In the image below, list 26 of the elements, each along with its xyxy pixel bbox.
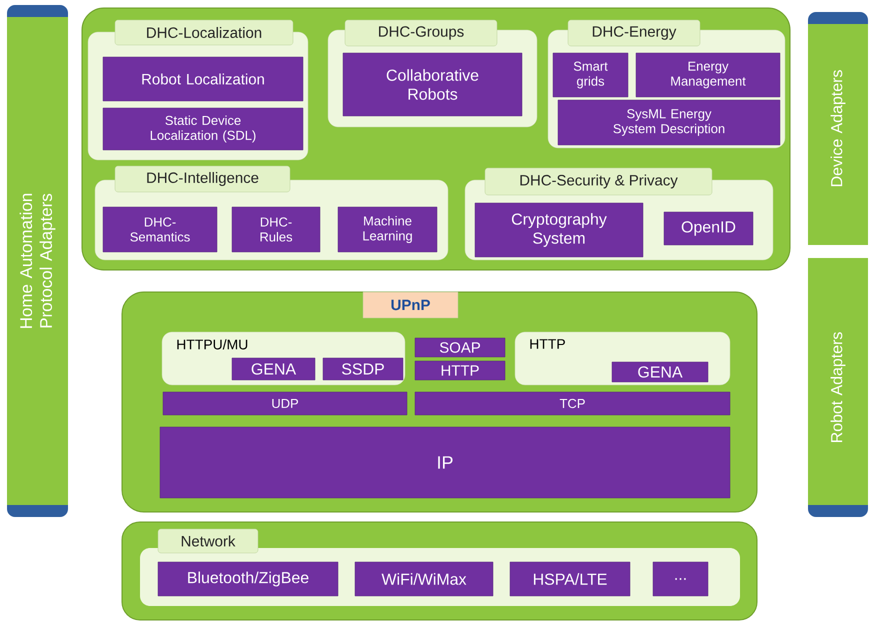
component-box: DHC-Semantics	[102, 206, 218, 252]
adapter-bar: Device Adapters	[808, 12, 868, 245]
component-box: Bluetooth/ZigBee	[158, 562, 338, 596]
component-box: Smart grids	[552, 52, 628, 98]
component-box: IP	[160, 426, 730, 498]
component-box: OpenID	[664, 212, 754, 246]
component-box: SOAP	[414, 338, 506, 358]
component-box: DHC-Rules	[232, 206, 320, 252]
component-box: SSDP	[322, 358, 404, 380]
component-box: GENA	[612, 362, 708, 382]
component-box: Energy Management	[636, 52, 780, 98]
component-box: HTTP	[414, 360, 506, 380]
adapter-bar: Robot Adapters	[808, 258, 868, 517]
component-box: GENA	[232, 358, 316, 380]
component-box: TCP	[414, 392, 730, 416]
component-box: Machine Learning	[338, 206, 438, 252]
adapter-bar: Home Automation Protocol Adapters	[7, 5, 68, 517]
component-box: Cryptography System	[474, 202, 644, 258]
component-box: UDP	[162, 392, 408, 416]
component-box: WiFi/WiMax	[354, 562, 494, 596]
component-box: SysML Energy System Description	[558, 100, 780, 146]
component-box: Static Device Localization (SDL)	[102, 108, 304, 150]
component-box: HSPA/LTE	[510, 562, 630, 596]
component-box: Robot Localization	[102, 56, 304, 102]
component-box: ...	[652, 562, 708, 596]
component-box: Collaborative Robots	[342, 52, 522, 116]
